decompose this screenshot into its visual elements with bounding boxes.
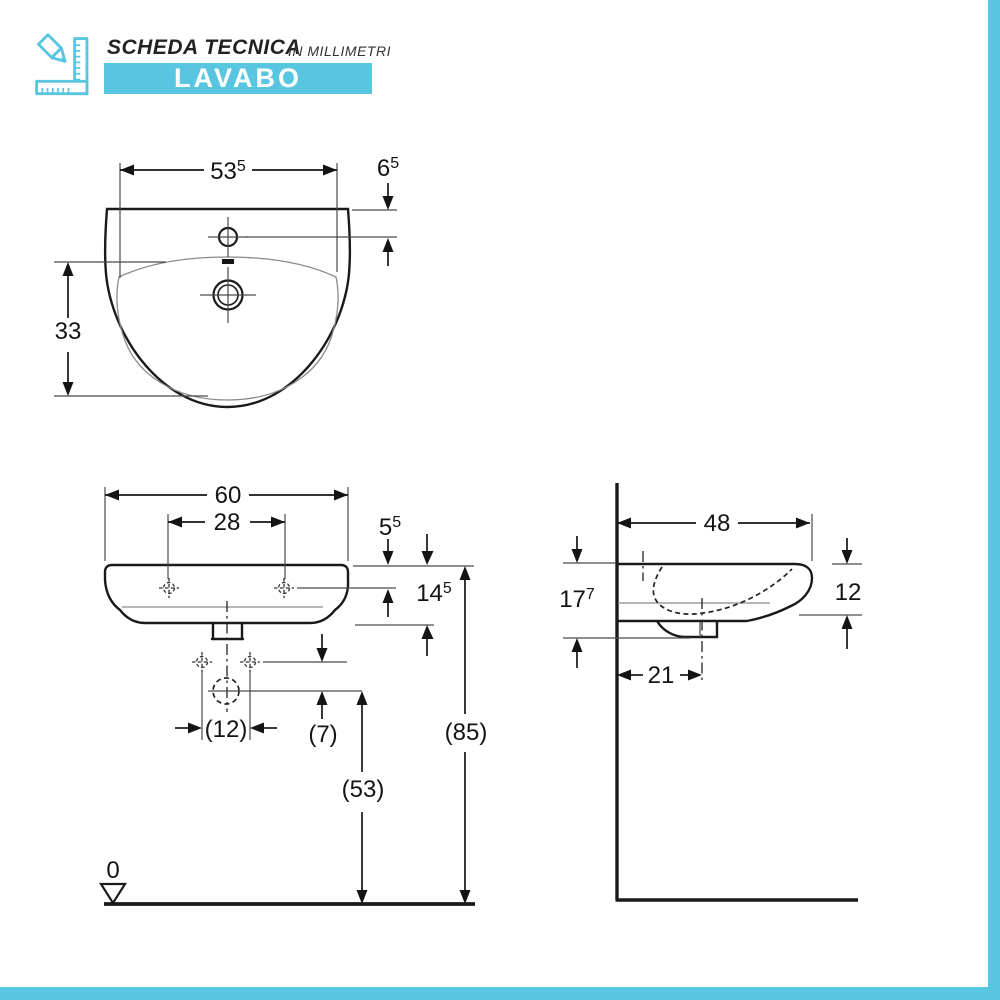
dim-label-depth: 48 — [704, 510, 731, 537]
dim-label-hole-spacing: 28 — [214, 509, 241, 536]
dim-label-front-width: 60 — [215, 482, 242, 509]
dim-label-tap-offset: 65 — [377, 155, 399, 182]
dim-rim-to-apron: 145 — [416, 534, 452, 656]
dim-trap-to-wall: 21 — [617, 662, 702, 689]
dim-front-width: 60 — [104, 482, 349, 561]
dim-overall-height: 177 — [559, 536, 690, 668]
dim-anchor-level-arrow — [316, 634, 328, 662]
drain-hole — [200, 267, 256, 323]
drain-fitting-side — [655, 619, 719, 639]
sheet-units-note: IN MILLIMETRI — [288, 43, 391, 59]
overflow-mark — [222, 259, 234, 264]
dim-tap-hole-offset: 65 — [246, 155, 399, 266]
top-view: 535 65 33 — [54, 155, 399, 409]
dim-front-edge-height: 12 — [799, 538, 862, 649]
pencil-nib — [60, 57, 66, 62]
ruler-ticks-horizontal — [41, 88, 70, 94]
dim-label-bowl-depth: 33 — [55, 318, 82, 345]
datum-zero-label: 0 — [106, 857, 119, 884]
dim-rim-height: (85) — [445, 566, 488, 904]
dim-top-width: 535 — [119, 158, 338, 278]
wall-anchor-right — [240, 652, 260, 672]
ruler-horizontal-arm — [35, 79, 89, 96]
sheet-title: SCHEDA TECNICA — [107, 36, 302, 59]
tap-hole — [208, 217, 248, 257]
basin-side-outline — [615, 562, 814, 623]
dim-label-trap-to-wall: 21 — [648, 662, 675, 689]
fixing-hole-left — [159, 578, 179, 598]
dim-label-front-edge-height: 12 — [835, 579, 862, 606]
dim-label-rim-height: (85) — [445, 719, 488, 746]
dim-label-rim-to-apron: 145 — [416, 580, 452, 607]
front-view: 60 28 55 — [99, 482, 488, 906]
bowl-hidden-profile — [652, 566, 793, 615]
dim-depth: 48 — [617, 510, 813, 561]
dim-fixing-hole-spacing: 28 — [167, 509, 286, 579]
header: SCHEDA TECNICA IN MILLIMETRI LAVABO — [0, 0, 600, 120]
pencil-ruler-icon — [35, 33, 89, 96]
dim-label-overall-height: 177 — [559, 586, 595, 613]
dim-trap-drop: (7) — [308, 691, 338, 748]
floor-datum: 0 — [99, 857, 127, 906]
accent-bar-bottom — [0, 987, 1000, 1000]
basin-front-outline — [103, 563, 350, 625]
dim-label-trap-drop: (7) — [308, 721, 337, 748]
dim-bowl-depth: 33 — [54, 261, 208, 397]
dim-label-anchor-spacing: (12) — [205, 716, 248, 743]
dim-trap-height: (53) — [342, 691, 385, 904]
dim-rim-to-holes: 55 — [379, 514, 401, 617]
product-badge-label: LAVABO — [174, 63, 302, 93]
basin-rim-outline — [103, 207, 352, 409]
fixing-hole-right — [274, 578, 294, 598]
accent-stripe-right — [988, 0, 1000, 1000]
dim-label-rim-to-holes: 55 — [379, 514, 401, 541]
wall-anchor-left — [192, 652, 212, 672]
datum-triangle-icon — [99, 882, 127, 906]
dim-label-trap-height: (53) — [342, 776, 385, 803]
dim-label-top-width: 535 — [210, 158, 246, 185]
dim-anchor-spacing: (12) — [175, 671, 277, 743]
side-view: 48 177 12 21 — [559, 483, 862, 902]
product-badge: LAVABO — [104, 63, 372, 94]
ruler-ticks-vertical — [74, 44, 81, 81]
